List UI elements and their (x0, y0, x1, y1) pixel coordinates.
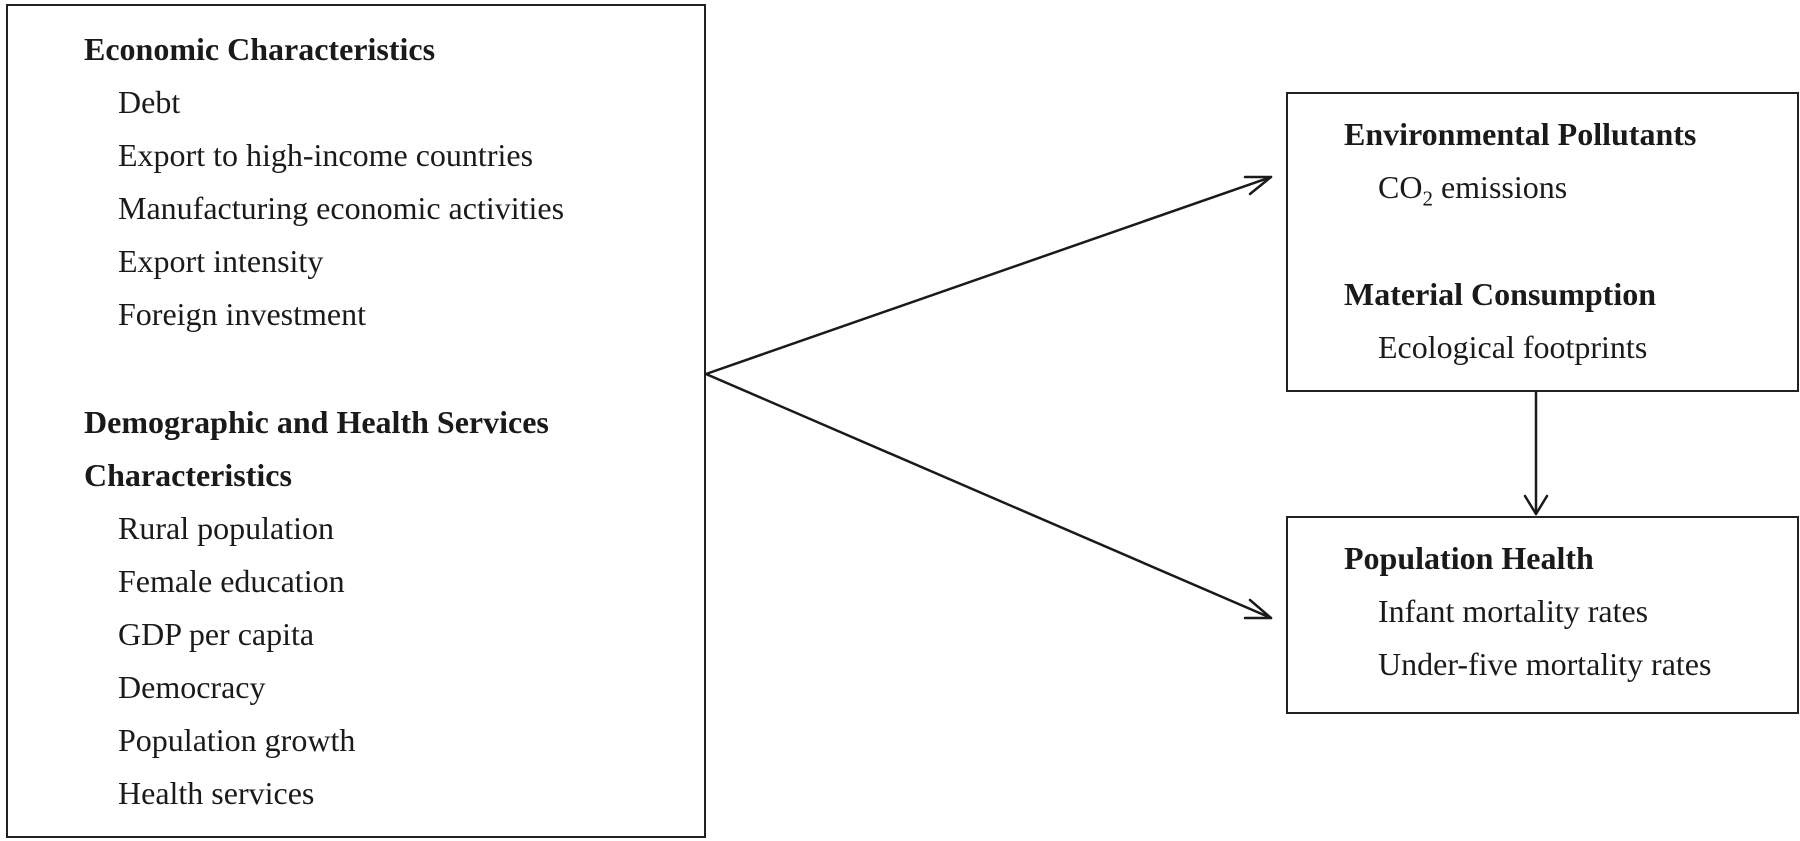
economic-heading: Economic Characteristics (84, 31, 436, 67)
demographic-item-female-education: Female education (118, 563, 345, 599)
co2-prefix: CO (1378, 169, 1423, 205)
economic-item-manufacturing: Manufacturing economic activities (118, 190, 565, 226)
arrowhead-environment-to-population (1523, 494, 1549, 516)
material-heading: Material Consumption (1344, 276, 1656, 312)
economic-item-export-intensity: Export intensity (118, 243, 324, 279)
material-item-ecological-footprints: Ecological footprints (1378, 329, 1648, 365)
co2-subscript: 2 (1422, 186, 1433, 211)
demographic-item-gdp-per-capita: GDP per capita (118, 616, 315, 652)
population-item-under-five-mortality: Under-five mortality rates (1378, 646, 1712, 682)
pollutants-heading: Environmental Pollutants (1344, 116, 1697, 152)
arrow-to-environment (704, 175, 1273, 376)
demographic-item-health-services: Health services (118, 775, 315, 811)
demographic-heading-line2: Characteristics (84, 457, 292, 493)
economic-item-export-high-income: Export to high-income countries (118, 137, 534, 173)
population-health-heading: Population Health (1344, 540, 1594, 576)
economic-item-foreign-investment: Foreign investment (118, 296, 366, 332)
economic-item-debt: Debt (118, 84, 181, 120)
arrowhead-to-population-health (1243, 598, 1273, 620)
determinants-box: Economic Characteristics Debt Export to … (6, 4, 706, 838)
arrow-to-population-health (704, 372, 1273, 620)
demographic-item-rural-population: Rural population (118, 510, 334, 546)
demographic-heading-line1: Demographic and Health Services (84, 404, 549, 440)
environment-box: Environmental Pollutants CO2 emissions M… (1286, 92, 1799, 392)
arrowhead-to-environment (1243, 175, 1273, 196)
co2-suffix: emissions (1432, 169, 1568, 205)
population-health-box: Population Health Infant mortality rates… (1286, 516, 1799, 714)
population-item-infant-mortality: Infant mortality rates (1378, 593, 1649, 629)
demographic-item-population-growth: Population growth (118, 722, 356, 758)
co2-emissions-item: CO2 emissions (1378, 169, 1568, 209)
demographic-item-democracy: Democracy (118, 669, 266, 705)
